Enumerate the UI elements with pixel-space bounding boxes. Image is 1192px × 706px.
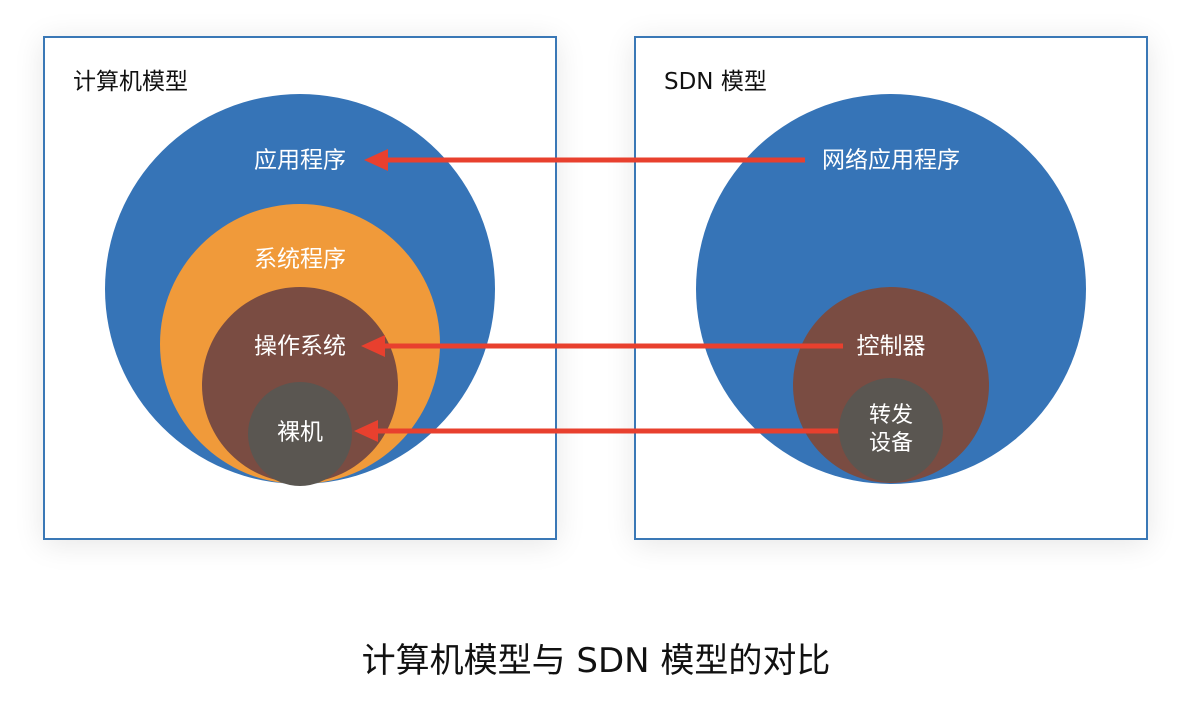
arrow-bare-machine bbox=[354, 420, 838, 442]
arrow-application bbox=[364, 149, 805, 171]
network-application-label: 网络应用程序 bbox=[822, 148, 960, 174]
forwarding-device-layer-circle bbox=[839, 378, 943, 482]
operating-system-label: 操作系统 bbox=[254, 334, 346, 360]
sdn-model-title: SDN 模型 bbox=[664, 69, 767, 95]
arrow-operating-system bbox=[361, 335, 843, 357]
controller-label: 控制器 bbox=[857, 334, 926, 360]
computer-model-title: 计算机模型 bbox=[73, 69, 188, 95]
bare-machine-label: 裸机 bbox=[277, 420, 323, 446]
application-label: 应用程序 bbox=[254, 148, 346, 174]
bare-machine-layer-circle bbox=[248, 382, 352, 486]
forwarding-device-label-line2: 设备 bbox=[869, 431, 913, 456]
figure-caption: 计算机模型与 SDN 模型的对比 bbox=[361, 641, 831, 681]
system-program-label: 系统程序 bbox=[254, 247, 346, 273]
forwarding-device-label-line1: 转发 bbox=[869, 403, 913, 428]
